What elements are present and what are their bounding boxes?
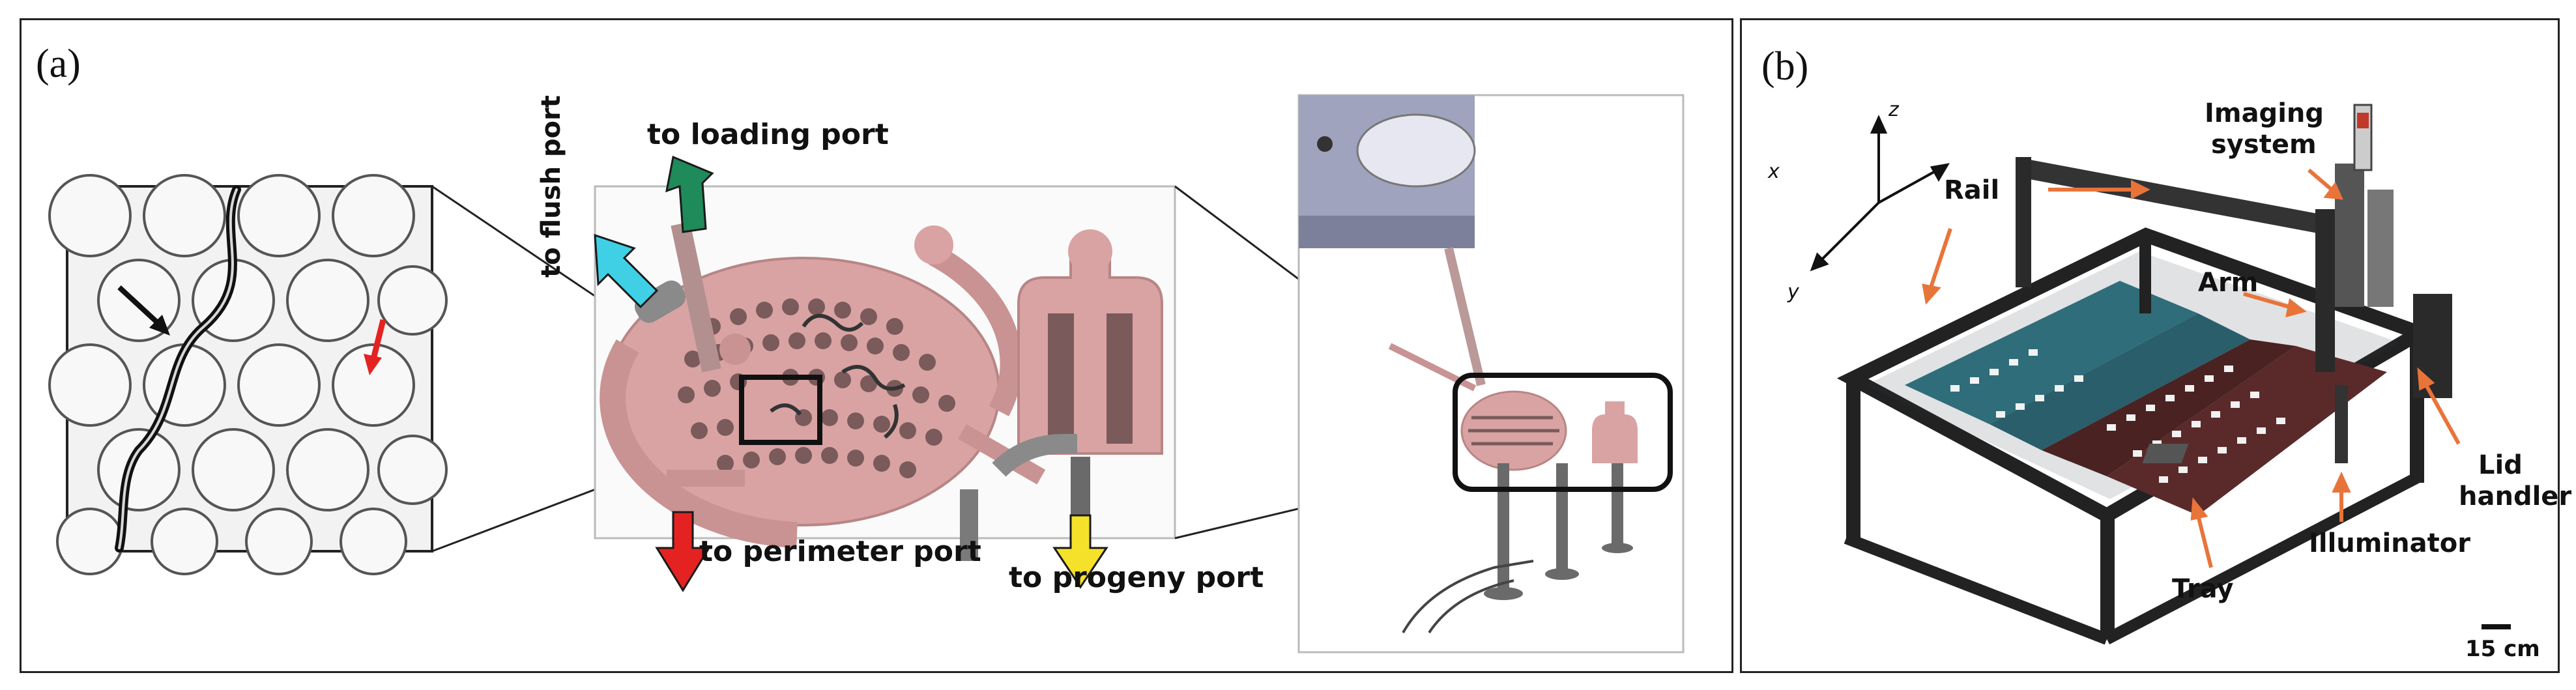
- to-perimeter-port-label: to perimeter port: [699, 535, 981, 568]
- to-progeny-port-label: to progeny port: [1009, 561, 1264, 594]
- rail-label: Rail: [1944, 175, 2000, 205]
- tray-label: Tray: [2172, 574, 2234, 604]
- flush-tube: [634, 280, 686, 323]
- lid-handler-label-line2: handler: [2459, 482, 2572, 511]
- axis-z-label: z: [1889, 98, 1899, 121]
- progeny-arrow: [1052, 514, 1108, 589]
- loading-tube: [671, 222, 721, 373]
- to-loading-port-label: to loading port: [647, 118, 889, 151]
- flush-arrow: [594, 233, 659, 309]
- axis-x-label: x: [1768, 160, 1780, 183]
- panel-b: (b) z x y Imaging system Rail Arm Lid ha…: [1740, 18, 2571, 673]
- micrograph-inset: [48, 174, 448, 575]
- gantry-frame: [1836, 104, 2452, 645]
- loading-arrow: [665, 155, 714, 233]
- axis-y-label: y: [1787, 281, 1799, 304]
- lid-handler-label-line1: Lid: [2478, 450, 2523, 480]
- imaging-system-label-line1: Imaging: [2205, 98, 2324, 128]
- panel-b-drawing: [1810, 104, 2511, 645]
- system-inset: [1297, 94, 1685, 654]
- scale-bar: [2482, 624, 2511, 629]
- arm-label: Arm: [2198, 268, 2259, 298]
- imaging-system-label-line2: system: [2211, 130, 2317, 160]
- support-post: [960, 489, 978, 561]
- perimeter-arrow: [655, 511, 711, 592]
- progeny-chamber: [992, 229, 1163, 574]
- panel-a-label: (a): [36, 42, 81, 86]
- panel-a-drawing: [48, 94, 1685, 654]
- axis-triad: [1810, 115, 1950, 272]
- panel-a: (a) to flush port to loading port to per…: [20, 18, 1733, 673]
- illuminator-label: Illuminator: [2309, 528, 2470, 558]
- panel-b-label: (b): [1761, 44, 1809, 89]
- scale-label: 15 cm: [2465, 636, 2540, 662]
- callout-arrows: [1922, 168, 2461, 568]
- to-flush-port-label: to flush port: [536, 95, 566, 278]
